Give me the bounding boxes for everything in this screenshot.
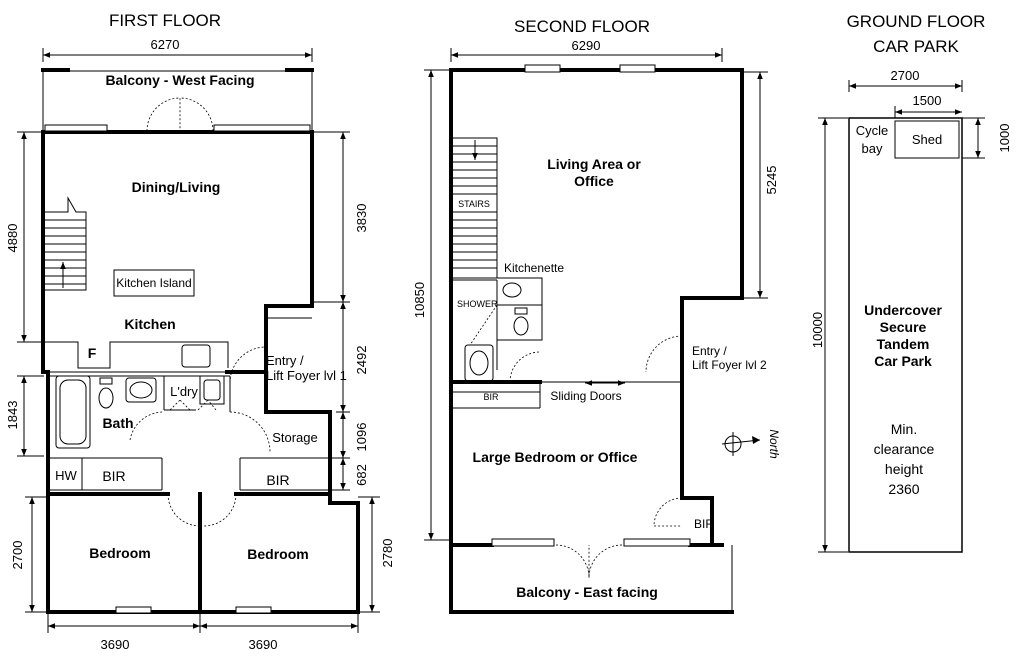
second-toilet bbox=[513, 316, 529, 336]
kitchenette-label: Kitchenette bbox=[504, 261, 564, 275]
car-park-label-line2: Secure bbox=[880, 319, 927, 335]
living-area-label-line1: Living Area or bbox=[547, 156, 641, 172]
second-outer-wall bbox=[449, 68, 744, 614]
first-width-label: 6270 bbox=[151, 37, 180, 52]
laundry-label: L'dry bbox=[170, 384, 198, 399]
second-balcony-label: Balcony - East facing bbox=[516, 584, 658, 600]
shed-box bbox=[894, 120, 960, 159]
first-bottom-left-label: 3690 bbox=[101, 637, 130, 652]
first-right-storage-label: 1096 bbox=[354, 423, 369, 452]
first-entry-label-line2: Lift Foyer lvl 1 bbox=[266, 368, 347, 383]
car-park-outline bbox=[848, 117, 963, 553]
dining-living-label: Dining/Living bbox=[132, 179, 221, 195]
shower-label: SHOWER bbox=[457, 299, 498, 309]
first-entry-label-line1: Entry / bbox=[266, 353, 304, 368]
second-stairs: STAIRS bbox=[450, 137, 498, 279]
first-right-bed-label: 2780 bbox=[380, 539, 395, 568]
ground-floor-plan: GROUND FLOOR CAR PARK 2700 1500 1000 100… bbox=[810, 12, 1012, 553]
stairs-label: STAIRS bbox=[458, 199, 490, 209]
first-bottom-right-label: 3690 bbox=[249, 637, 278, 652]
car-park-label-line3: Tandem bbox=[877, 336, 930, 352]
car-park-label-line1: Undercover bbox=[864, 302, 942, 318]
ground-width-label: 2700 bbox=[891, 68, 920, 83]
second-bir-small-label: BIR bbox=[483, 392, 499, 402]
second-left-total-label: 10850 bbox=[412, 282, 427, 318]
fridge-label: F bbox=[88, 345, 97, 361]
first-stairs bbox=[43, 196, 87, 291]
second-right-upper-label: 5245 bbox=[764, 166, 779, 195]
first-bir-right-label: BIR bbox=[266, 472, 289, 488]
bedroom-right-label: Bedroom bbox=[247, 546, 308, 562]
second-entry-label-line2: Lift Foyer lvl 2 bbox=[692, 358, 767, 372]
second-floor-title: SECOND FLOOR bbox=[514, 17, 650, 36]
shed-width-label: 1500 bbox=[913, 93, 942, 108]
first-left-bath-label: 1843 bbox=[5, 401, 20, 430]
bedroom-left-label: Bedroom bbox=[89, 545, 150, 561]
first-upper-outer-wall bbox=[41, 130, 314, 344]
first-bir-left-label: BIR bbox=[102, 468, 125, 484]
storage-label: Storage bbox=[272, 430, 318, 445]
second-floor-plan: SECOND FLOOR 6290 10850 5245 bbox=[412, 17, 781, 614]
first-right-bir-label: 682 bbox=[354, 464, 369, 486]
first-floor-plan: FIRST FLOOR 6270 4880 1843 2700 3830 249… bbox=[5, 11, 395, 652]
clearance-label-line3: height bbox=[885, 461, 923, 477]
ground-floor-title-line1: GROUND FLOOR bbox=[847, 12, 986, 31]
ground-floor-title-line2: CAR PARK bbox=[873, 37, 959, 56]
clearance-label-line1: Min. bbox=[891, 421, 917, 437]
second-entry-label-line1: Entry / bbox=[692, 344, 727, 358]
clearance-label-line2: clearance bbox=[874, 441, 935, 457]
first-floor-title: FIRST FLOOR bbox=[109, 11, 221, 30]
north-label: North bbox=[767, 429, 781, 459]
north-arrow-icon bbox=[721, 432, 761, 456]
cycle-bay-label-line2: bay bbox=[862, 141, 883, 156]
car-park-length-label: 10000 bbox=[810, 312, 825, 348]
first-balcony-window-right bbox=[213, 124, 311, 132]
clearance-label-line4: 2360 bbox=[888, 481, 919, 497]
svg-text:Kitchen Island: Kitchen Island bbox=[116, 276, 191, 290]
first-left-upper-label: 4880 bbox=[5, 224, 20, 253]
second-width-label: 6290 bbox=[572, 38, 601, 53]
second-top-window-left bbox=[524, 64, 561, 73]
shed-label: Shed bbox=[912, 132, 942, 147]
first-balcony-window-left bbox=[44, 124, 108, 132]
second-bir-right-label: BIR bbox=[694, 517, 714, 531]
hot-water-label: HW bbox=[55, 468, 77, 483]
basin bbox=[129, 381, 153, 399]
kitchen-island bbox=[113, 269, 195, 297]
shed-depth-label: 1000 bbox=[997, 124, 1012, 153]
toilet bbox=[98, 387, 114, 409]
bath-label: Bath bbox=[102, 415, 133, 431]
first-left-bed-label: 2700 bbox=[10, 541, 25, 570]
car-park-label-line4: Car Park bbox=[874, 353, 932, 369]
sliding-doors-label: Sliding Doors bbox=[550, 389, 621, 403]
first-balcony-label: Balcony - West Facing bbox=[105, 72, 254, 88]
kitchen-label: Kitchen bbox=[124, 316, 175, 332]
living-area-label-line2: Office bbox=[574, 173, 614, 189]
cycle-bay-label-line1: Cycle bbox=[856, 123, 889, 138]
first-right-upper-label: 3830 bbox=[354, 204, 369, 233]
first-right-mid-label: 2492 bbox=[354, 346, 369, 375]
large-bedroom-label: Large Bedroom or Office bbox=[473, 449, 638, 465]
